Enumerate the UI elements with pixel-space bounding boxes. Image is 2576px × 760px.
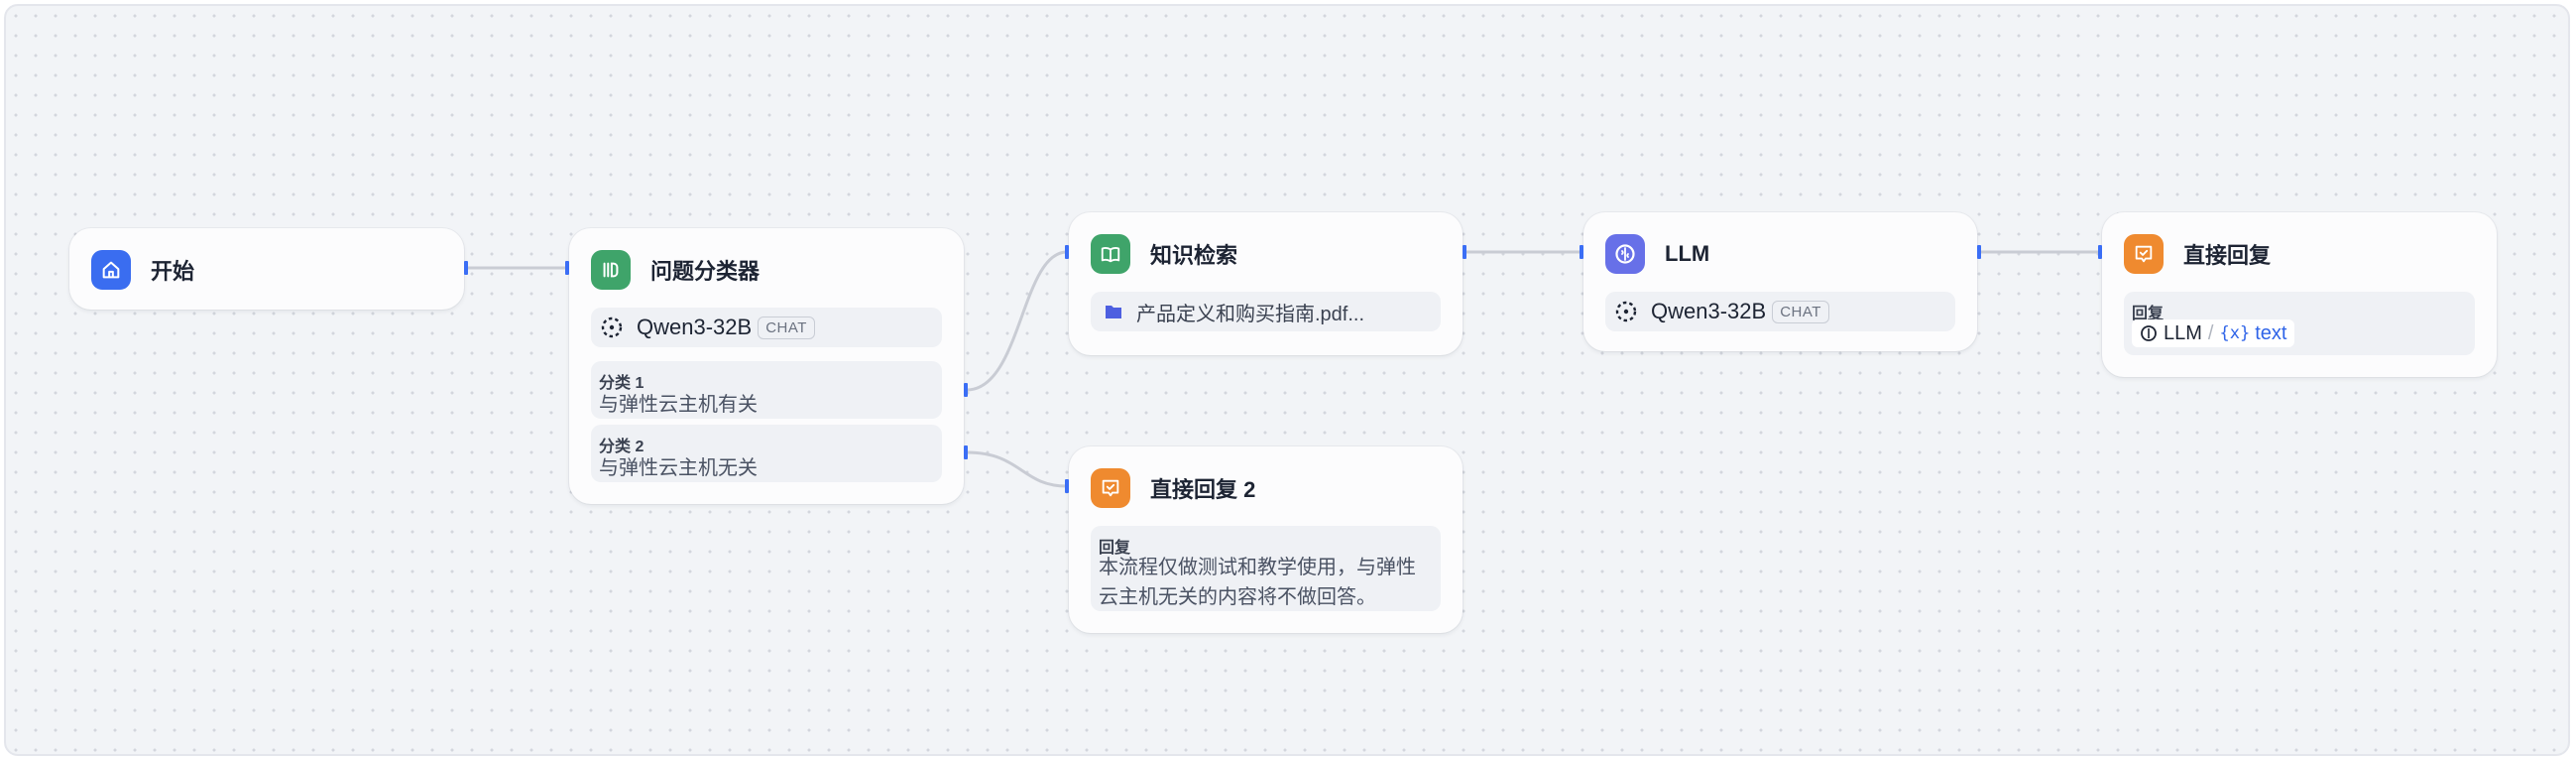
- node-title: 知识检索: [1150, 243, 1238, 268]
- classifier-icon: [591, 250, 631, 290]
- node-llm[interactable]: LLM Qwen3-32B CHAT: [1583, 212, 1977, 351]
- node-title: 开始: [151, 259, 195, 284]
- model-name: Qwen3-32B: [637, 315, 753, 339]
- workflow-canvas[interactable]: [4, 4, 2570, 756]
- variable-node-name: LLM: [2164, 321, 2202, 344]
- node-direct-reply-2[interactable]: 直接回复 2 回复 本流程仅做测试和教学使用，与弹性云主机无关的内容将不做回答。: [1069, 446, 1463, 633]
- brain-icon: [2141, 325, 2157, 341]
- class-description: 与弹性云主机有关: [599, 394, 758, 416]
- brain-icon: [1605, 234, 1645, 274]
- node-knowledge-retrieval[interactable]: 知识检索 产品定义和购买指南.pdf...: [1069, 212, 1463, 355]
- variable-name: text: [2255, 321, 2287, 344]
- book-icon: [1091, 234, 1130, 274]
- input-handle[interactable]: [2098, 245, 2102, 259]
- home-icon: [91, 250, 131, 290]
- model-selector[interactable]: Qwen3-32B CHAT: [1605, 292, 1955, 331]
- output-handle[interactable]: [1463, 245, 1466, 259]
- input-handle[interactable]: [1065, 245, 1069, 259]
- input-handle[interactable]: [1065, 479, 1069, 493]
- reply-label: 回复: [2132, 306, 2165, 322]
- input-handle[interactable]: [1580, 245, 1583, 259]
- variable-reference[interactable]: LLM / {x} text: [2132, 319, 2295, 347]
- variable-icon: {x}: [2219, 323, 2251, 343]
- class-label: 分类 2: [599, 439, 644, 455]
- model-icon: [601, 317, 623, 338]
- reply-icon: [2124, 234, 2164, 274]
- output-handle[interactable]: [464, 261, 468, 275]
- node-title: 问题分类器: [650, 259, 761, 284]
- output-handle[interactable]: [1977, 245, 1981, 259]
- model-icon: [1615, 301, 1637, 322]
- class-2-output-handle[interactable]: [964, 445, 968, 459]
- node-direct-reply[interactable]: 直接回复 回复 LLM / {x} text: [2102, 212, 2497, 377]
- class-label: 分类 1: [599, 375, 644, 392]
- node-question-classifier[interactable]: 问题分类器 Qwen3-32B CHAT 分类 1 与弹性云主机有关 分类 2 …: [569, 228, 964, 504]
- reply-text: 本流程仅做测试和教学使用，与弹性云主机无关的内容将不做回答。: [1099, 557, 1416, 608]
- node-title: 直接回复: [2183, 243, 2272, 268]
- class-1-output-handle[interactable]: [964, 383, 968, 397]
- model-selector[interactable]: Qwen3-32B CHAT: [591, 308, 942, 347]
- class-description: 与弹性云主机无关: [599, 457, 758, 479]
- node-title: LLM: [1665, 241, 1710, 266]
- dataset-item[interactable]: 产品定义和购买指南.pdf...: [1091, 292, 1441, 331]
- reply-content[interactable]: 回复 本流程仅做测试和教学使用，与弹性云主机无关的内容将不做回答。: [1091, 526, 1441, 611]
- model-mode-badge: CHAT: [758, 316, 815, 339]
- reply-label: 回复: [1099, 540, 1131, 557]
- dataset-name: 产品定义和购买指南.pdf...: [1136, 303, 1365, 325]
- folder-icon: [1106, 306, 1121, 318]
- class-item[interactable]: 分类 2 与弹性云主机无关: [591, 425, 942, 482]
- class-item[interactable]: 分类 1 与弹性云主机有关: [591, 361, 942, 419]
- reply-content[interactable]: 回复 LLM / {x} text: [2124, 292, 2475, 355]
- variable-separator: /: [2207, 321, 2214, 344]
- model-name: Qwen3-32B: [1651, 299, 1767, 323]
- model-mode-badge: CHAT: [1772, 300, 1829, 323]
- input-handle[interactable]: [565, 261, 569, 275]
- reply-icon: [1091, 468, 1130, 508]
- node-start[interactable]: 开始: [69, 228, 464, 310]
- node-title: 直接回复 2: [1150, 477, 1256, 502]
